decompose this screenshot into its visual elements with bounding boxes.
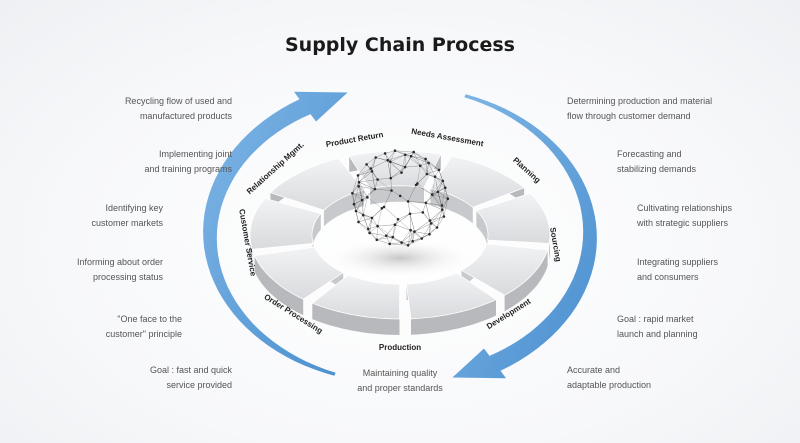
- ring-segment: [249, 197, 322, 266]
- desc-left-5: "One face to the customer" principle: [105, 314, 182, 339]
- ring-segment: [429, 155, 525, 224]
- ring-segment: [254, 246, 345, 316]
- segment-label: Production: [379, 343, 421, 352]
- desc-left-3: Identifying key customer markets: [91, 203, 163, 228]
- desc-left-6: Goal : fast and quick service provided: [149, 365, 232, 390]
- right-cycle-arrow: [452, 94, 597, 379]
- desc-right-1: Determining production and material flow…: [567, 96, 713, 121]
- ring-segment: [269, 157, 365, 227]
- segment-label: Planning: [511, 155, 542, 184]
- desc-left-1: Recycling flow of used and manufactured …: [124, 96, 232, 121]
- process-ring: [249, 150, 551, 335]
- page-title: Supply Chain Process: [285, 34, 515, 56]
- globe-shadow: [325, 238, 475, 278]
- ring-segment: [311, 274, 401, 335]
- ring-segment: [405, 272, 497, 335]
- wireframe-globe-icon: [351, 149, 450, 247]
- desc-left-4: Informing about order processing status: [76, 257, 163, 282]
- desc-right-2: Forecasting and stabilizing demands: [617, 149, 697, 174]
- desc-right-3: Cultivating relationships with strategic…: [637, 203, 733, 228]
- desc-left-2: Implementing joint and training programs: [144, 149, 232, 174]
- segment-label: Sourcing: [548, 227, 563, 263]
- segment-label: Product Return: [325, 130, 384, 149]
- desc-bottom: Maintaining quality and proper standards: [357, 368, 443, 393]
- ring-segment: [460, 243, 549, 312]
- segment-label: Needs Assessment: [411, 127, 485, 149]
- flow-arrows: [203, 91, 597, 379]
- desc-right-5: Goal : rapid market launch and planning: [617, 314, 698, 339]
- desc-right-4: Integrating suppliers and consumers: [637, 257, 719, 282]
- ring-segment: [475, 192, 551, 260]
- desc-right-6: Accurate and adaptable production: [567, 365, 652, 390]
- left-cycle-arrow: [203, 91, 348, 376]
